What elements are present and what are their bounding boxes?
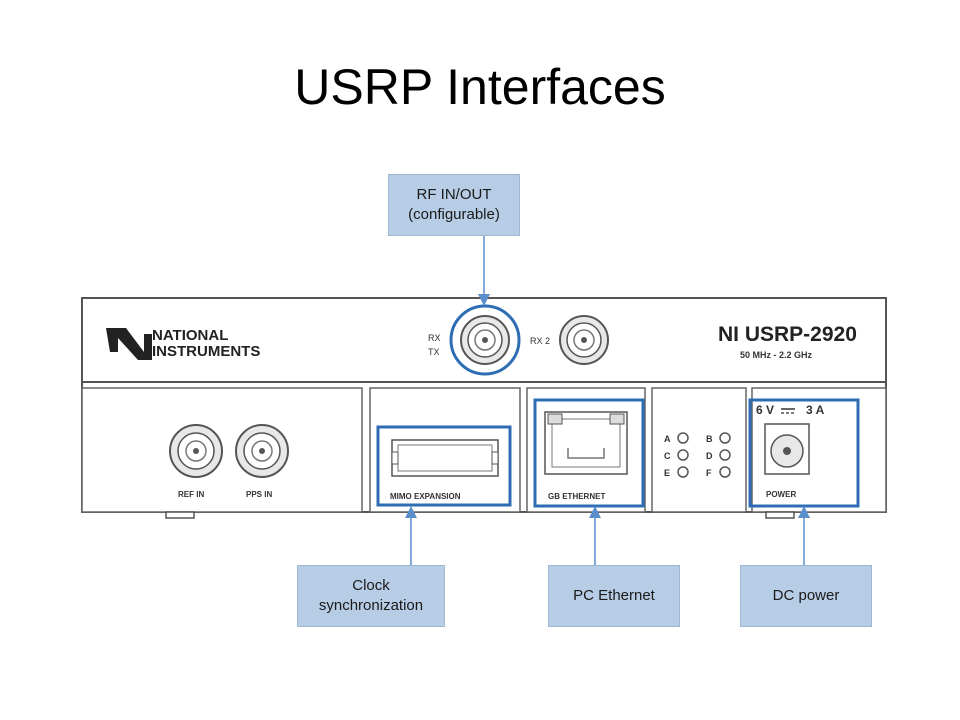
led-label-e: E	[664, 468, 670, 478]
frequency-range: 50 MHz - 2.2 GHz	[740, 350, 813, 360]
device-foot-right	[765, 511, 795, 519]
led-label-f: F	[706, 468, 712, 478]
rf-connector-rx2	[559, 315, 609, 365]
rf-highlight-ring	[449, 304, 521, 376]
pps-in-connector	[235, 424, 289, 478]
led-b	[719, 432, 731, 444]
power-label: POWER	[766, 490, 796, 499]
logo-text-instruments: INSTRUMENTS	[152, 343, 260, 360]
mimo-port	[391, 439, 499, 477]
ethernet-port	[544, 411, 628, 475]
slide-title: USRP Interfaces	[294, 59, 666, 115]
led-label-a: A	[664, 434, 671, 444]
led-f	[719, 466, 731, 478]
power-rating-current: 3 A	[806, 403, 825, 417]
led-section	[651, 387, 747, 513]
dc-power-jack	[764, 423, 810, 475]
dc-symbol-icon	[781, 408, 795, 414]
ethernet-label: GB ETHERNET	[548, 492, 605, 501]
ref-in-connector	[169, 424, 223, 478]
tx-label: TX	[428, 347, 440, 357]
callout-pc-ethernet: PC Ethernet	[548, 565, 680, 627]
logo-text-national: NATIONAL	[152, 327, 228, 344]
led-label-c: C	[664, 451, 671, 461]
rx-label: RX	[428, 333, 441, 343]
pps-in-label: PPS IN	[246, 490, 272, 499]
callout-clock-synchronization: Clock synchronization	[297, 565, 445, 627]
led-a	[677, 432, 689, 444]
led-label-d: D	[706, 451, 713, 461]
mimo-label: MIMO EXPANSION	[390, 492, 461, 501]
led-label-b: B	[706, 434, 713, 444]
ni-logo: NATIONAL INSTRUMENTS	[106, 327, 260, 360]
power-rating-voltage: 6 V	[756, 403, 774, 417]
led-d	[719, 449, 731, 461]
model-name: NI USRP-2920	[718, 323, 857, 346]
led-c	[677, 449, 689, 461]
callout-rf-in-out: RF IN/OUT (configurable)	[388, 174, 520, 236]
device-foot-left	[165, 511, 195, 519]
status-leds: A B C D E F	[664, 432, 731, 478]
rx2-label: RX 2	[530, 336, 550, 346]
rf-connector-rx-tx	[460, 315, 510, 365]
callout-dc-power: DC power	[740, 565, 872, 627]
mimo-highlight-box	[376, 425, 512, 507]
ref-in-label: REF IN	[178, 490, 204, 499]
led-e	[677, 466, 689, 478]
